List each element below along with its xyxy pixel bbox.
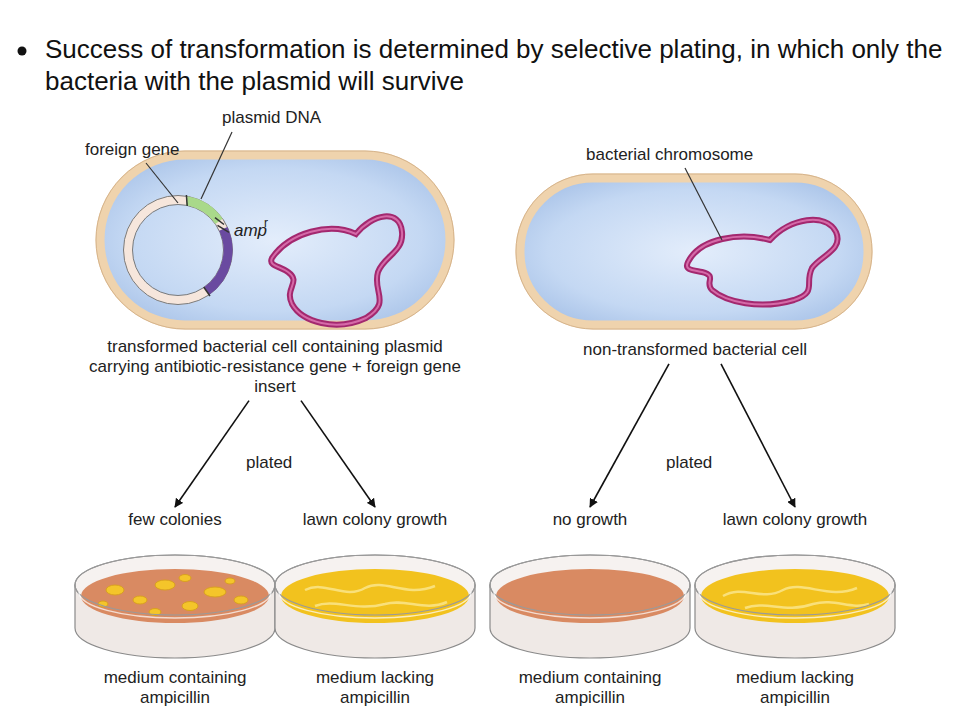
title: Success of transformation is determined … xyxy=(45,34,950,97)
transformed-cell xyxy=(96,132,454,329)
bacterial-cell: non-transformed bacterial cell xyxy=(500,178,890,360)
cell-caption: non-transformed bacterial cell xyxy=(583,340,807,360)
arrow xyxy=(721,364,795,507)
medium-label: medium lacking ampicillin xyxy=(290,668,460,708)
medium-label: medium containing ampicillin xyxy=(505,668,675,708)
result-label: lawn colony growth xyxy=(723,510,868,530)
bullet xyxy=(18,47,27,56)
arrow xyxy=(175,401,249,507)
part-label: bacterial chromosome xyxy=(586,145,753,165)
result-label: no growth xyxy=(553,510,628,530)
part-label: foreign gene xyxy=(85,140,180,160)
petri-dish xyxy=(695,555,895,658)
petri-dish: lawn colony growth medium lacking ampicil… xyxy=(690,510,900,708)
medium-label: medium lacking ampicillin xyxy=(710,668,880,708)
petri-dish xyxy=(490,555,690,658)
non-transformed-cell xyxy=(516,168,872,329)
petri-dish xyxy=(75,555,275,658)
arrow xyxy=(590,364,669,507)
medium-label: medium containing ampicillin xyxy=(90,668,260,708)
petri-dish: lawn colony growth medium lacking ampicil… xyxy=(270,510,480,708)
arrow xyxy=(301,401,375,507)
gene-label: amp xyxy=(234,221,267,241)
step-label: plated xyxy=(666,453,712,473)
petri-dish: few colonies medium containing ampicillin xyxy=(70,510,280,708)
petri-dish xyxy=(275,555,475,658)
cell-caption: transformed bacterial cell containing pl… xyxy=(85,337,465,397)
part-label: plasmid DNA xyxy=(222,108,321,128)
bacterial-cell: transformed bacterial cell containing pl… xyxy=(85,155,465,397)
superscript: r xyxy=(264,216,268,230)
result-label: lawn colony growth xyxy=(303,510,448,530)
step-label: plated xyxy=(246,453,292,473)
result-label: few colonies xyxy=(128,510,222,530)
petri-dish: no growth medium containing ampicillin xyxy=(485,510,695,708)
